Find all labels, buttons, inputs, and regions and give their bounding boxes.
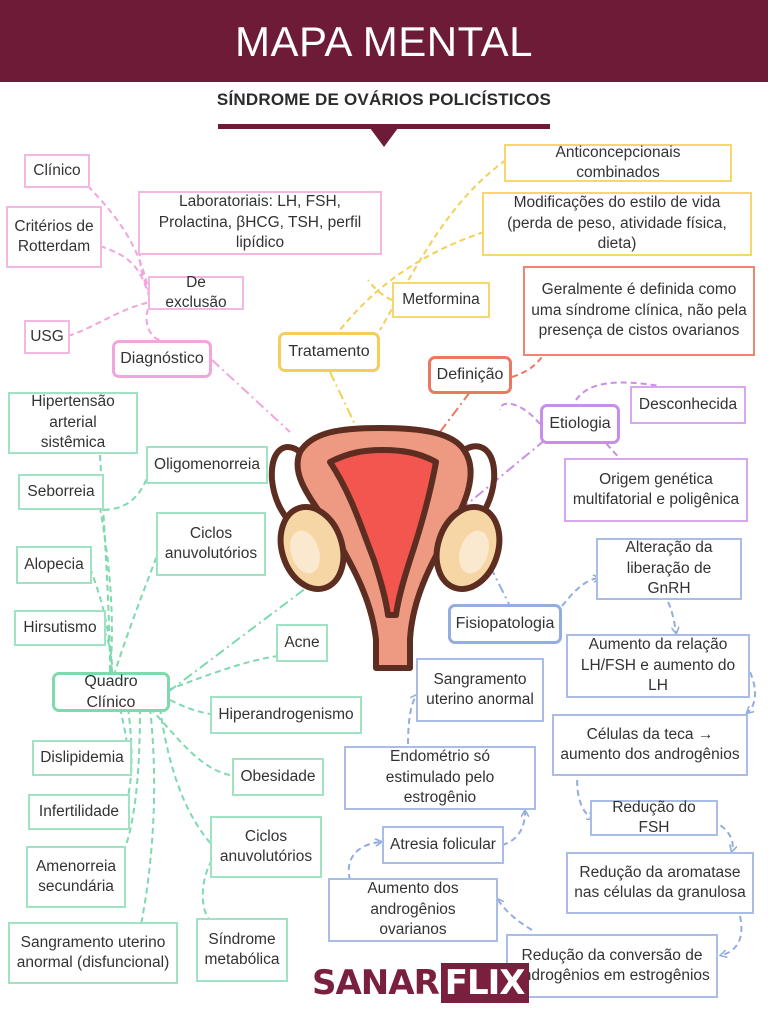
uterus-illustration [268, 425, 503, 671]
def-texto: Geralmente é definida como uma síndrome … [523, 266, 755, 356]
etio-genetica: Origem genética multifatorial e poligêni… [564, 458, 748, 522]
hub-tratamento: Tratamento [278, 332, 380, 372]
qc-oligomenorreia: Oligomenorreia [146, 446, 268, 484]
fisio-lh-fsh: Aumento da relação LH/FSH e aumento do L… [566, 634, 750, 698]
diag-clinico: Clínico [24, 154, 90, 188]
subtitle-pointer [370, 128, 398, 147]
qc-hirsutismo: Hirsutismo [14, 610, 106, 646]
diag-laboratoriais: Laboratoriais: LH, FSH, Prolactina, βHCG… [138, 191, 382, 255]
qc-infertilidade: Infertilidade [28, 794, 130, 830]
qc-dislipidemia: Dislipidemia [32, 740, 132, 776]
qc-sangramento-disfuncional: Sangramento uterino anormal (disfunciona… [8, 922, 178, 984]
diag-exclusao: De exclusão [148, 274, 244, 311]
trat-metformina: Metformina [392, 282, 490, 318]
fisio-androgenios-ovarianos: Aumento dos androgênios ovarianos [328, 878, 498, 942]
hub-fisiopatologia: Fisiopatologia [448, 604, 562, 644]
logo-text-flix: FLIX [440, 963, 529, 1003]
qc-obesidade: Obesidade [232, 758, 324, 796]
fisio-reducao-fsh: Redução do FSH [590, 799, 718, 836]
qc-seborreia: Seborreia [18, 474, 104, 510]
trat-estilo-vida: Modificações do estilo de vida (perda de… [482, 192, 752, 256]
qc-amenorreia: Amenorreia secundária [26, 846, 126, 908]
diag-criterios-rotterdam: Critérios de Rotterdam [6, 206, 102, 268]
fisio-endometrio: Endométrio só estimulado pelo estrogênio [344, 746, 536, 810]
page-title: MAPA MENTAL [234, 18, 533, 65]
header-bar: MAPA MENTAL [0, 0, 768, 82]
fisio-sangramento-anormal: Sangramento uterino anormal [416, 658, 544, 722]
etio-desconhecida: Desconhecida [630, 386, 746, 424]
hub-quadro-clinico: Quadro Clínico [52, 672, 170, 712]
qc-sindrome-metabolica: Síndrome metabólica [196, 918, 288, 982]
hub-diagnostico: Diagnóstico [112, 340, 212, 378]
qc-ciclos-anuvolutorios-2: Ciclos anuvolutórios [210, 816, 322, 878]
hub-definicao: Definição [428, 356, 512, 394]
hub-etiologia: Etiologia [540, 404, 620, 444]
logo-text-sanar: SANAR [312, 963, 440, 1003]
fisio-conversao: Redução da conversão de androgênios em e… [506, 934, 718, 998]
fisio-celulas-teca: Células da teca → aumento dos androgênio… [552, 714, 748, 776]
fisio-gnrh: Alteração da liberação de GnRH [596, 538, 742, 600]
diag-usg: USG [24, 320, 70, 354]
qc-acne: Acne [276, 624, 328, 662]
subtitle-underline [218, 124, 550, 129]
qc-ciclos-anuvolutorios-1: Ciclos anuvolutórios [156, 512, 266, 576]
fisio-atresia: Atresia folicular [382, 826, 504, 864]
qc-hiperandrogenismo: Hiperandrogenismo [210, 696, 362, 734]
fisio-aromatase: Redução da aromatase nas células da gran… [566, 852, 754, 914]
map-subtitle: SÍNDROME DE OVÁRIOS POLICÍSTICOS [216, 90, 552, 109]
qc-hipertensao: Hipertensão arterial sistêmica [8, 392, 138, 454]
qc-alopecia: Alopecia [16, 546, 92, 584]
trat-anticoncepcionais: Anticoncepcionais combinados [504, 144, 732, 182]
